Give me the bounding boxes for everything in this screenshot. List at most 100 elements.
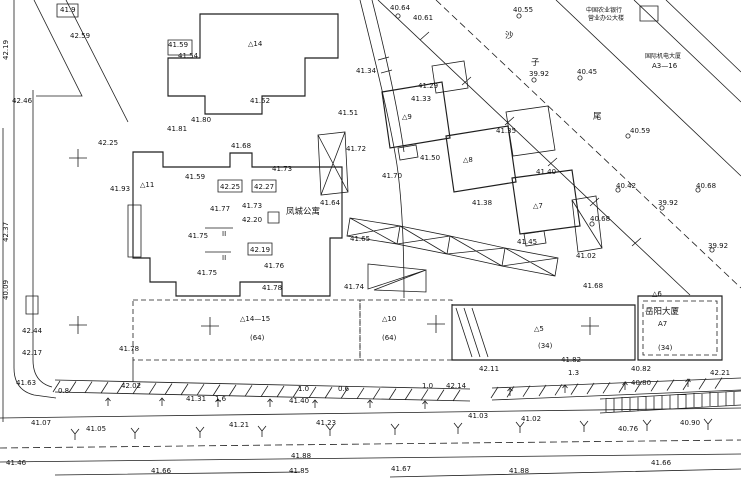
elevation-label: 41.9 <box>60 6 76 14</box>
building-7-outline <box>511 169 581 235</box>
road-south-line <box>0 453 741 463</box>
lamp-post-symbol <box>159 397 165 406</box>
elevation-label: II <box>222 254 226 262</box>
elevation-label: 40.68 <box>590 215 610 223</box>
tree-symbol <box>130 427 140 439</box>
curb-strip-right <box>491 377 741 401</box>
elevation-label: 41.03 <box>468 412 488 420</box>
elevation-label: A3—16 <box>652 62 678 70</box>
building-small-top <box>431 60 469 94</box>
elevation-label: 41.80 <box>191 116 211 124</box>
curb-hatch-tick <box>586 382 595 395</box>
survey-point-marker <box>395 13 401 19</box>
symbols-layer <box>52 13 723 440</box>
elevation-label: II <box>222 230 226 238</box>
curb-hatch-tick <box>570 383 579 395</box>
curb-hatch-tick <box>52 380 61 393</box>
curb-hatch-tick <box>372 387 381 400</box>
curb-hatch-tick <box>506 386 515 398</box>
elevation-label: 41.82 <box>561 356 581 364</box>
building-7-annex <box>523 230 547 247</box>
elevation-label: 41.76 <box>264 262 285 270</box>
grid-cross-mark <box>69 316 87 334</box>
curb-hatch-tick <box>180 383 189 396</box>
chinese-name-label: 营业办公大楼 <box>588 14 624 22</box>
building-ne-outline <box>505 105 556 157</box>
curb-hatch-tick <box>84 381 93 393</box>
curb-hatch-tick <box>100 381 109 394</box>
elevation-label: 1.0 <box>298 385 309 393</box>
curb-hatch-tick <box>554 384 563 396</box>
elevation-label: 41.81 <box>167 125 187 133</box>
elevation-label: 42.59 <box>70 32 90 40</box>
building-number-label: △8 <box>463 156 473 164</box>
left-road-line <box>13 0 57 399</box>
elevation-label: 41.66 <box>151 467 172 475</box>
chinese-name-label: 国际机电大厦 <box>645 52 681 60</box>
elevation-label: 41.68 <box>231 142 251 150</box>
grid-cross-mark <box>201 317 219 335</box>
elevation-label: 41.74 <box>344 283 365 291</box>
elevation-label: 42.25 <box>98 139 118 147</box>
curb-hatch-tick <box>634 380 643 393</box>
storey-count-label: (64) <box>250 334 265 342</box>
elevation-label: 41.77 <box>210 205 230 213</box>
elevation-label: 41.52 <box>250 97 270 105</box>
lamp-post-symbol <box>105 397 111 406</box>
elevation-label: 42.02 <box>121 382 141 390</box>
elevation-label: 40.61 <box>413 14 433 22</box>
curb-hatch-tick <box>650 380 659 392</box>
survey-point-marker <box>659 205 665 211</box>
curb-hatch-tick <box>324 386 333 399</box>
elevation-label: 41.72 <box>346 145 366 153</box>
elevation-label: 41.88 <box>291 452 311 460</box>
curb-hatch-tick <box>116 382 125 394</box>
lamp-post-symbol <box>422 400 428 409</box>
chinese-name-label: 凤城公寓 <box>286 206 320 217</box>
building-9-outline <box>381 81 451 149</box>
lamp-post-symbol <box>562 384 568 393</box>
central-building-wing <box>127 204 142 258</box>
lamp-post-symbol <box>685 378 691 387</box>
curb-hatch-tick <box>698 378 707 390</box>
parcel-curve-line <box>359 0 405 299</box>
elevation-label: 41.38 <box>472 199 492 207</box>
elevation-label: 40.68 <box>696 182 716 190</box>
topleft-diagonal-road <box>33 0 129 123</box>
elevation-label: 41.54 <box>178 52 199 60</box>
survey-point-marker <box>577 75 583 81</box>
tree-symbol <box>453 422 463 434</box>
parcel-boundary-10 <box>359 299 453 361</box>
curb-hatch-tick <box>228 384 237 397</box>
elevation-label: 42.44 <box>22 327 43 335</box>
curb-hatch-tick <box>276 385 285 398</box>
central-building-partitions <box>205 227 233 253</box>
survey-point-marker <box>709 247 715 253</box>
elevation-label: 41.64 <box>320 199 341 207</box>
elevation-label: 41.70 <box>382 172 402 180</box>
street-curb-ticks <box>419 31 642 247</box>
elevation-label: 41.29 <box>418 82 438 90</box>
elevation-label: 0.6 <box>338 385 350 393</box>
curb-hatch-tick <box>356 387 365 400</box>
elevation-label: 39.92 <box>658 199 678 207</box>
elevation-label: 42.17 <box>22 349 42 357</box>
curb-strip-left <box>54 379 471 402</box>
chinese-name-label: 中国农业银行 <box>586 6 622 14</box>
elevation-label: 39.92 <box>708 242 728 250</box>
survey-point-marker <box>615 187 621 193</box>
elevation-label: 41.78 <box>262 284 282 292</box>
elevation-label: 41.75 <box>188 232 208 240</box>
tree-symbol <box>195 426 205 438</box>
elevation-label: 41.73 <box>242 202 262 210</box>
curb-hatch-tick <box>490 386 499 399</box>
building-number-label: △14 <box>248 40 263 48</box>
elevation-label: 42.21 <box>710 369 730 377</box>
road-dashed-centerline <box>0 439 741 449</box>
elevation-label: 40.45 <box>577 68 597 76</box>
building-number-label: △6 <box>652 290 662 298</box>
top-building-outline <box>167 13 339 115</box>
curb-hatch-tick <box>292 386 301 398</box>
elevation-label: 41.63 <box>16 379 36 387</box>
